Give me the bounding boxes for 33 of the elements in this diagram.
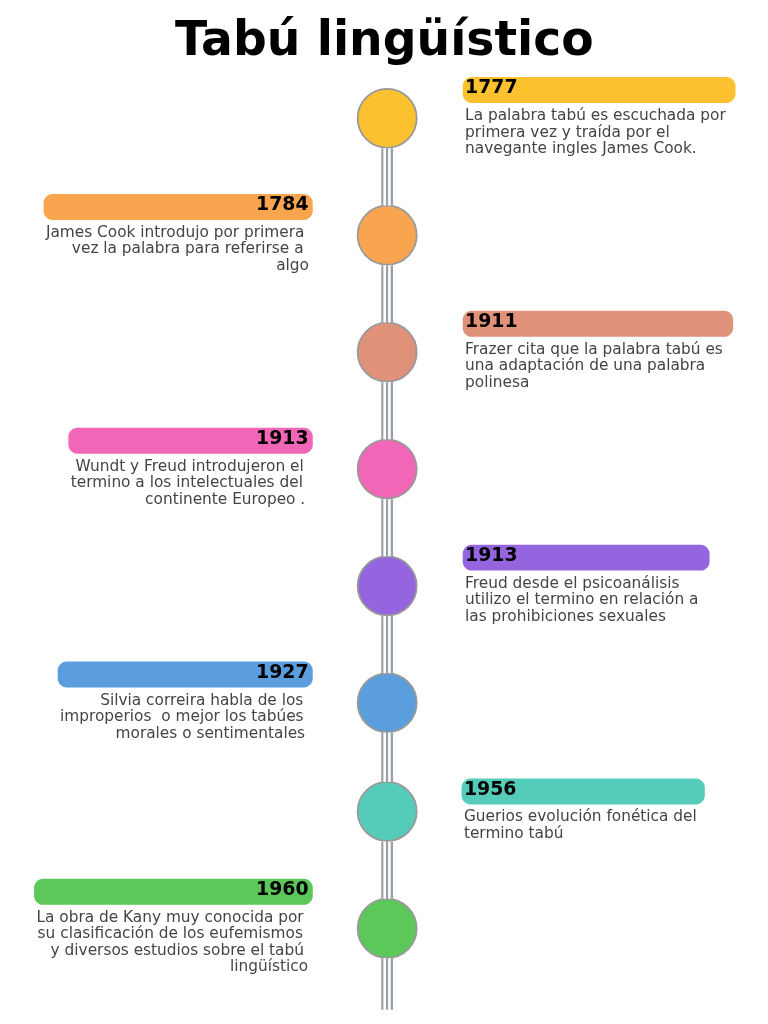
connector [380,382,393,440]
node-label: Freud desde el psicoanálisis utilizo el termino en relación a las prohibiciones sexuales [464,573,698,625]
node-circle [356,321,418,383]
node-box: 1960 [33,878,313,905]
node-circle [356,781,418,842]
node-circle [356,555,418,617]
connector [380,616,393,674]
connector [380,841,393,899]
node-label: James Cook introdujo por primera vez la palabra para referirse a algo [45,222,309,274]
node-label: Wundt y Freud introdujeron el termino a los intelectuales del continente Europeo . [70,456,305,508]
node-box: 1913 [67,427,313,454]
connector [380,499,393,557]
node-label: La palabra tabú es escuchada por primera vez y traída por el navegante ingles James Cook. [464,106,726,158]
diagram-title: Tabú lingüístico [174,10,594,66]
node-box: 1784 [43,193,313,220]
node-circle [356,438,418,500]
node-circle [356,87,418,149]
connector [380,265,393,323]
node-label: La obra de Kany muy conocida por su clasificación de los eufemismos y diversos estudios sobre el tabú lingüístico [35,907,308,976]
node-box: 1777 [462,77,735,103]
node-box: 1956 [461,778,705,805]
node-circle [356,898,418,959]
node-label: Silvia correira habla de los improperios o mejor los tabúes morales o sentimentales [59,690,305,742]
connector [380,958,393,1010]
connector [380,148,393,206]
node-label: Frazer cita que la palabra tabú es una adaptación de una palabra polinesa [464,339,723,391]
node-box: 1927 [57,661,313,688]
node-circle [356,672,418,734]
node-box: 1911 [462,310,733,337]
node-circle [356,204,418,266]
node-box: 1913 [462,544,710,571]
connector [380,732,393,782]
node-label: Guerios evolución fonética del termino tabú [463,807,697,842]
